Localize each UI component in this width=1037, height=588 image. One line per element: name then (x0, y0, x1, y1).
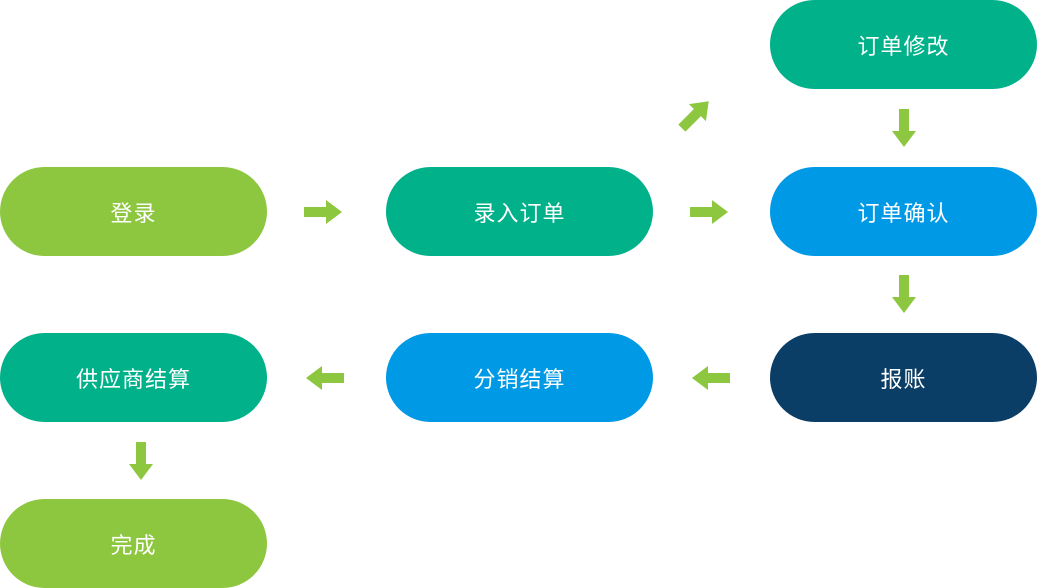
arrow-right-icon (304, 192, 344, 232)
node-enter-order[interactable]: 录入订单 (386, 167, 653, 256)
node-label-reimburse: 报账 (880, 367, 927, 393)
arrow-down-icon (884, 109, 924, 149)
node-label-modify-order: 订单修改 (857, 34, 950, 60)
node-label-complete: 完成 (110, 533, 157, 559)
node-modify-order[interactable]: 订单修改 (770, 0, 1037, 89)
arrow-up-right-icon (676, 94, 716, 134)
node-supplier-settlement[interactable]: 供应商结算 (0, 333, 267, 422)
node-label-distribution-settlement: 分销结算 (473, 367, 566, 393)
arrow-down-icon (121, 442, 161, 482)
arrow-right-icon (690, 192, 730, 232)
node-login[interactable]: 登录 (0, 167, 267, 256)
node-distribution-settlement[interactable]: 分销结算 (386, 333, 653, 422)
arrow-left-icon (690, 358, 730, 398)
node-complete[interactable]: 完成 (0, 499, 267, 588)
node-label-enter-order: 录入订单 (473, 201, 566, 227)
arrow-left-icon (304, 358, 344, 398)
node-label-login: 登录 (110, 201, 157, 227)
node-label-confirm-order: 订单确认 (857, 201, 950, 227)
node-reimburse[interactable]: 报账 (770, 333, 1037, 422)
arrow-down-icon (884, 275, 924, 315)
node-label-supplier-settlement: 供应商结算 (75, 367, 191, 393)
node-confirm-order[interactable]: 订单确认 (770, 167, 1037, 256)
